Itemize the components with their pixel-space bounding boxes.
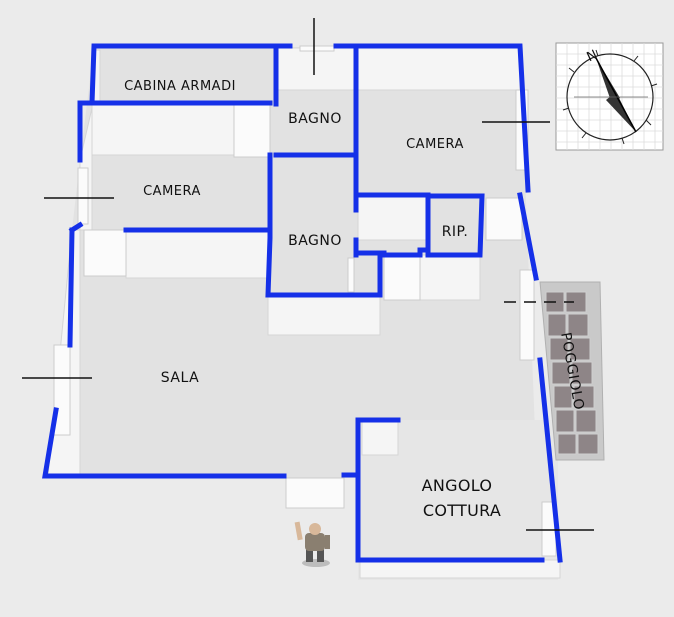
compass-ring-icon [566,53,654,141]
window-poggiolo [519,269,535,361]
label-sala: SALA [161,370,199,386]
label-bagno-top: BAGNO [288,111,342,127]
label-ripostiglio: RIP. [442,224,469,240]
label-camera-right: CAMERA [406,137,464,152]
label-angolo: ANGOLO [422,476,493,495]
label-bagno-mid: BAGNO [288,233,342,249]
door-bagno-side [347,257,355,293]
room-labels: CABINA ARMADI BAGNO CAMERA CAMERA BAGNO … [124,79,587,520]
label-cottura: COTTURA [423,501,501,520]
label-camera-left: CAMERA [143,184,201,199]
door-camera-right [485,197,523,241]
label-cabina-armadi: CABINA ARMADI [124,79,236,94]
door-bagno-mid [383,255,421,301]
doors-windows [53,45,557,557]
entrance-door [285,477,345,509]
window-camera-left [77,167,89,225]
walls [42,43,563,563]
compass: N [555,42,664,151]
person-figure [294,521,330,567]
window-bagno-top [299,45,335,52]
door-camera-left [83,229,127,277]
door-cabina [233,104,271,158]
poggiolo-balcony [539,281,605,461]
section-lines [22,18,594,531]
